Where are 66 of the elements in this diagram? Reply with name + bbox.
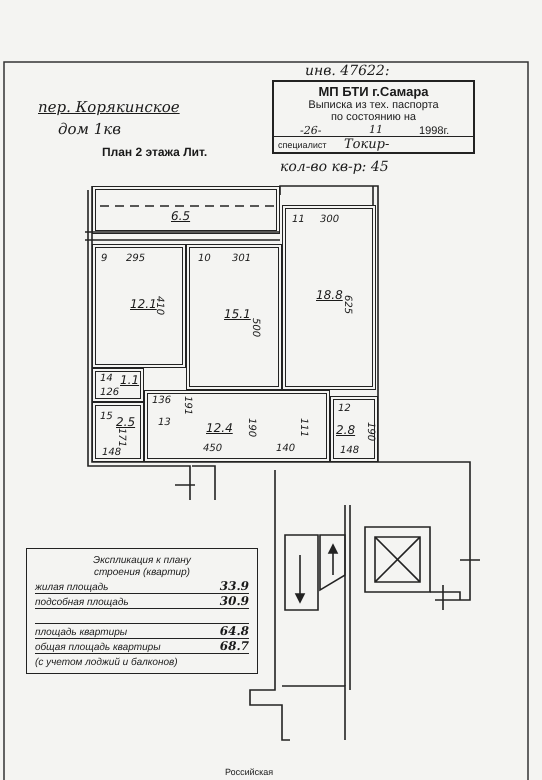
handwritten-signature: Токир-	[344, 138, 390, 151]
handwritten-note: кол-во кв-р: 45	[280, 160, 389, 174]
table-value: 64.8	[220, 624, 249, 638]
dimension-label: 300	[320, 215, 340, 225]
dimension-label: 136	[152, 396, 172, 406]
dimension-label: 301	[232, 254, 252, 264]
seal-text: Российская	[225, 768, 274, 777]
handwritten-note: инв. 47622:	[305, 64, 390, 78]
dimension-label: 191	[182, 396, 192, 416]
area-label: 12.1	[130, 298, 157, 310]
dimension-label: 190	[365, 422, 375, 442]
dimension-label: 148	[340, 446, 360, 456]
room-number: 12	[338, 404, 351, 414]
room-outline	[92, 186, 280, 234]
area-label: 1.1	[120, 374, 140, 386]
dimension-label: 171	[116, 428, 126, 448]
dimension-label: 148	[102, 448, 122, 458]
room-outline	[92, 244, 186, 368]
room-outline	[92, 368, 144, 402]
explication-table	[26, 548, 258, 674]
stamp-text: по состоянию на	[330, 112, 418, 123]
room-outline	[282, 205, 376, 390]
table-row-label: площадь квартиры	[35, 627, 128, 638]
area-label: 12.4	[206, 422, 233, 434]
table-row-label: общая площадь квартиры	[35, 642, 162, 653]
handwritten-date: 11	[369, 124, 383, 135]
dimension-label: 190	[246, 418, 256, 438]
table-value: 30.9	[220, 594, 249, 608]
dimension-label: 500	[250, 318, 260, 338]
area-label: 6.5	[171, 210, 190, 222]
area-label: 2.5	[116, 416, 136, 428]
dimension-label: 126	[100, 388, 120, 398]
table-value: 68.7	[220, 639, 249, 653]
dimension-label: 450	[203, 444, 222, 454]
table-row-label: жилая площадь	[35, 582, 110, 593]
stamp-box	[272, 80, 475, 154]
handwritten-date: -26-	[300, 125, 322, 136]
stamp-title: МП БТИ г.Самара	[317, 85, 430, 98]
area-label: 15.1	[224, 308, 251, 320]
table-value: 33.9	[220, 579, 249, 593]
stamp-text: 1998г.	[419, 126, 450, 137]
table-heading: Экспликация к плану строения (квартир)	[92, 555, 192, 579]
dimension-label: 625	[342, 295, 352, 314]
room-outline	[92, 402, 144, 462]
room-number: 11	[292, 215, 305, 225]
area-label: 2.8	[336, 424, 356, 436]
room-number: 10	[198, 254, 211, 264]
room-number: 13	[158, 418, 171, 428]
handwritten-note: пер. Корякинское	[38, 100, 180, 115]
plan-title: План 2 этажа Лит.	[102, 146, 208, 158]
stamp-text: Выписка из тех. паспорта	[307, 100, 440, 111]
dimension-label: 295	[126, 254, 146, 264]
dimension-label: 140	[276, 444, 296, 454]
room-outline	[144, 390, 330, 462]
stamp-text: специалист	[278, 141, 326, 150]
dimension-label: 111	[298, 418, 308, 438]
room-number: 9	[101, 254, 108, 264]
area-label: 18.8	[316, 289, 343, 301]
handwritten-note: дом 1кв	[58, 122, 121, 137]
table-row-label: подсобная площадь	[35, 597, 130, 608]
dimension-label: 410	[154, 296, 164, 316]
room-outline	[330, 396, 378, 462]
room-number: 15	[100, 412, 113, 422]
room-number: 14	[100, 374, 113, 384]
table-note: (с учетом лоджий и балконов)	[35, 657, 178, 668]
room-outline	[186, 244, 282, 390]
